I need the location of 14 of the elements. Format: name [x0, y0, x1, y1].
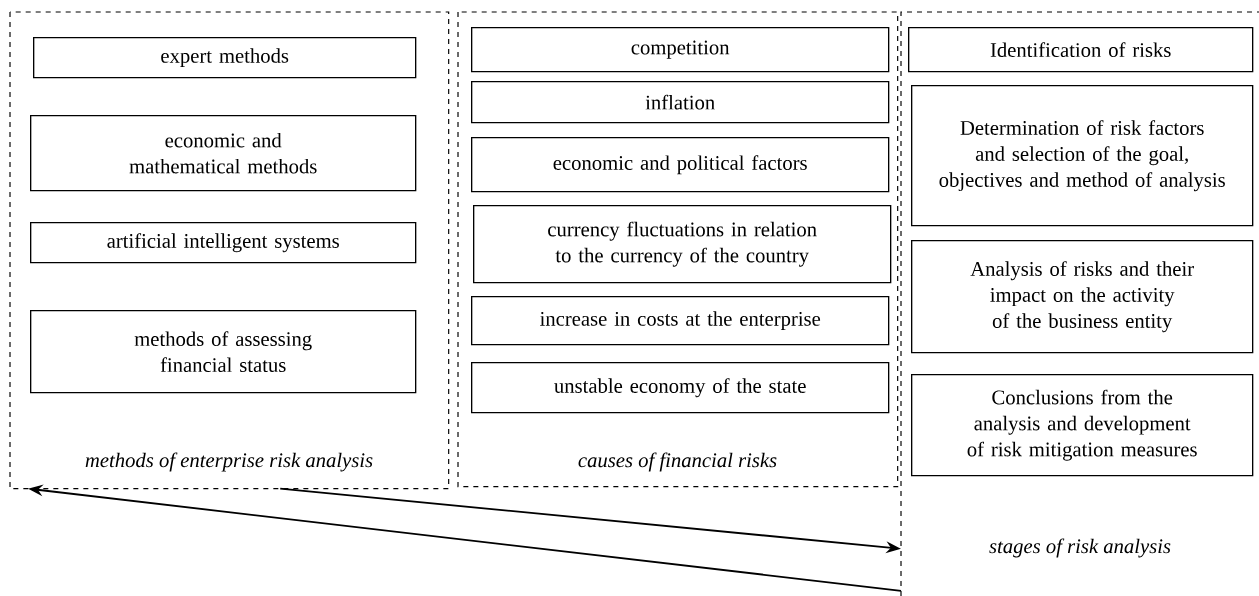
text-box: unstable economy of the state: [471, 362, 890, 414]
text-box: artificial intelligent systems: [30, 222, 417, 264]
text-box: increase in costs at the enterprise: [471, 296, 890, 346]
text-box: economic and mathematical methods: [30, 115, 417, 192]
text-box: economic and political factors: [471, 137, 890, 193]
text-box: competition: [471, 27, 890, 73]
text-box: inflation: [471, 81, 890, 124]
text-box: currency fluctuations in relation to the currency of the country: [473, 205, 892, 284]
text-box: Conclusions from the analysis and development of risk mitigation measures: [911, 374, 1254, 477]
text-box: expert methods: [33, 37, 417, 79]
text-box: methods of assessing financial status: [30, 310, 417, 394]
text-box: Determination of risk factors and selection of the goal, objectives and method of analysis: [911, 85, 1254, 227]
text-box: Analysis of risks and their impact on the activity of the business entity: [911, 240, 1254, 354]
text-box: Identification of risks: [908, 27, 1254, 73]
